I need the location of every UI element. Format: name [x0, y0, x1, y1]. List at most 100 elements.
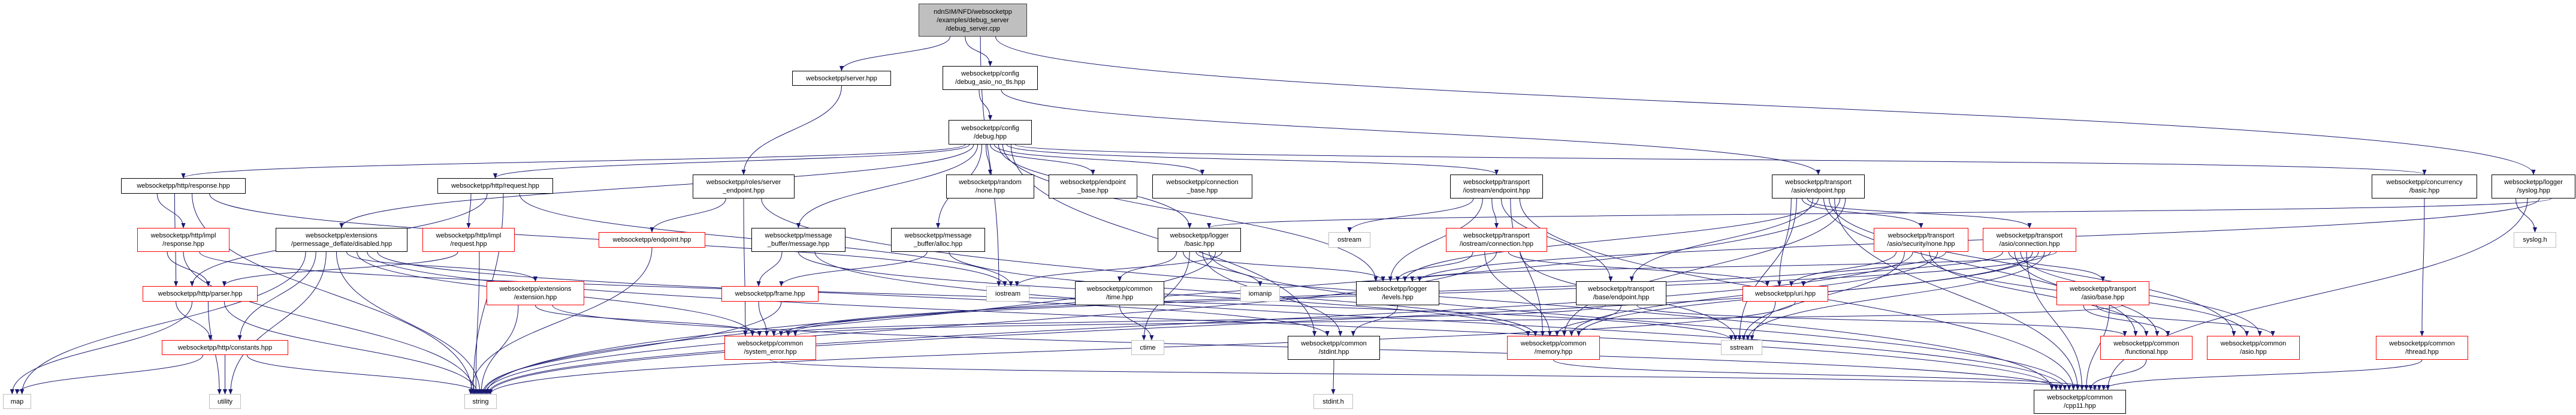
graph-node-levels[interactable]: websocketpp/logger /levels.hpp	[1356, 281, 1439, 305]
edge-thread-to-cpp11	[2101, 359, 2423, 390]
edge-baseep-to-memory	[1554, 305, 1621, 336]
graph-node-asioconn[interactable]: websocketpp/transport /asio/connection.h…	[1983, 228, 2076, 252]
graph-node-extension[interactable]: websocketpp/extensions /extension.hpp	[487, 281, 584, 305]
edge-asiobase-to-asio	[2096, 305, 2275, 336]
graph-node-asiobase[interactable]: websocketpp/transport /asio/base.hpp	[2056, 281, 2149, 305]
edge-ioconn-to-string	[483, 251, 1497, 395]
edge-asioconn-to-uri	[1801, 251, 2003, 287]
edge-lbasic-to-iostream	[1014, 251, 1222, 287]
edge-secnone-to-functional	[1929, 251, 2149, 336]
graph-node-map: map	[3, 394, 31, 409]
graph-node-server[interactable]: websocketpp/server.hpp	[792, 71, 891, 86]
edge-dbgasio-to-asioep	[1001, 89, 1820, 175]
edge-disabled-to-utility	[228, 251, 327, 395]
graph-node-stdinth: stdint.h	[1313, 394, 1353, 409]
edge-ioep-to-ostream	[1347, 198, 1474, 233]
edge-ioconn-to-memory	[1484, 251, 1553, 336]
edge-parser-to-constants	[176, 301, 213, 341]
graph-node-baseep[interactable]: websocketpp/transport /base/endpoint.hpp	[1576, 281, 1666, 305]
graph-node-stdint[interactable]: websocketpp/common /stdint.hpp	[1288, 336, 1380, 360]
graph-node-implreq[interactable]: websocketpp/http/impl /request.hpp	[422, 228, 515, 252]
edge-stdint-to-stdinth	[1331, 359, 1336, 395]
edge-lbasic-to-string	[482, 251, 1216, 395]
edge-response-to-implresp	[156, 193, 186, 228]
graph-node-syslogh: syslog.h	[2514, 232, 2556, 248]
edge-endpoint-to-string	[468, 247, 653, 395]
graph-node-frame[interactable]: websocketpp/frame.hpp	[721, 286, 819, 302]
graph-node-debug[interactable]: websocketpp/config /debug.hpp	[949, 120, 1032, 145]
graph-node-asio[interactable]: websocketpp/common /asio.hpp	[2207, 336, 2300, 360]
graph-node-implresp[interactable]: websocketpp/http/impl /response.hpp	[137, 228, 229, 252]
edge-uri-to-sstream	[1750, 301, 1776, 341]
edge-baseep-to-functional	[1636, 305, 2127, 336]
graph-node-ioep[interactable]: websocketpp/transport /iostream/endpoint…	[1450, 175, 1543, 199]
graph-node-message[interactable]: websocketpp/message _buffer/message.hpp	[751, 228, 845, 252]
edge-root-to-server	[839, 36, 950, 71]
edge-lbasic-to-levels	[1195, 251, 1385, 282]
edge-secnone-to-uri	[1789, 251, 1897, 287]
graph-node-disabled[interactable]: websocketpp/extensions /permessage_defla…	[276, 228, 407, 252]
edge-implreq-to-parser	[222, 251, 458, 287]
graph-node-constants[interactable]: websocketpp/http/constants.hpp	[162, 340, 288, 355]
graph-node-memory[interactable]: websocketpp/common /memory.hpp	[1507, 336, 1600, 360]
edge-asioep-to-cpp11	[1834, 198, 2080, 390]
graph-node-endpoint[interactable]: websocketpp/endpoint.hpp	[599, 232, 705, 248]
edge-disabled-to-map	[20, 251, 306, 395]
edge-asioconn-to-sstream	[1745, 251, 2045, 341]
edge-syslog-to-levels	[1417, 198, 2540, 282]
edge-implresp-to-string	[183, 251, 477, 395]
graph-node-random[interactable]: websocketpp/random /none.hpp	[946, 175, 1034, 199]
graph-node-alloc[interactable]: websocketpp/message _buffer/alloc.hpp	[891, 228, 985, 252]
edge-asioep-to-sstream	[1737, 198, 1797, 341]
edge-roles-to-syserr	[743, 198, 748, 336]
edge-constants-to-string	[246, 354, 481, 395]
graph-node-functional[interactable]: websocketpp/common /functional.hpp	[2100, 336, 2193, 360]
graph-node-asioep[interactable]: websocketpp/transport /asio/endpoint.hpp	[1772, 175, 1865, 199]
edge-disabled-to-cpp11	[367, 251, 2058, 390]
graph-node-connbase[interactable]: websocketpp/connection _base.hpp	[1152, 175, 1252, 199]
graph-node-cpp11[interactable]: websocketpp/common /cpp11.hpp	[2034, 390, 2126, 414]
edge-asioconn-to-cpp11	[2026, 251, 2085, 390]
graph-node-lbasic[interactable]: websocketpp/logger /basic.hpp	[1158, 228, 1241, 252]
graph-node-string: string	[464, 394, 497, 409]
edge-message-to-frame	[756, 251, 783, 287]
edge-debug-to-request	[493, 144, 970, 179]
edge-syslog-to-lbasic	[1207, 198, 2551, 228]
graph-node-uri[interactable]: websocketpp/uri.hpp	[1743, 286, 1828, 302]
edge-extension-to-string	[479, 305, 519, 395]
edge-dbgasio-to-debug	[979, 89, 993, 121]
edge-debug-to-concbasic	[1014, 144, 2426, 175]
edge-concbasic-to-thread	[2420, 198, 2425, 336]
edge-time-to-ctime	[1119, 305, 1154, 341]
edge-parser-to-string	[224, 301, 479, 395]
graph-node-utility: utility	[209, 394, 241, 409]
edge-debug-to-message	[796, 144, 979, 228]
edge-implresp-to-sstream	[199, 251, 1734, 341]
edge-syslog-to-syslogh	[2515, 198, 2538, 233]
graph-node-time[interactable]: websocketpp/common /time.hpp	[1075, 281, 1164, 305]
graph-node-ioconn[interactable]: websocketpp/transport /iostream/connecti…	[1446, 228, 1547, 252]
graph-node-request[interactable]: websocketpp/http/request.hpp	[437, 178, 553, 194]
edge-debug-to-epbase	[990, 144, 1095, 175]
edge-roles-to-endpoint	[650, 198, 726, 233]
graph-node-roles[interactable]: websocketpp/roles/server _endpoint.hpp	[693, 175, 795, 199]
graph-node-root[interactable]: ndnSIM/NFD/websocketpp /examples/debug_s…	[919, 4, 1027, 37]
edge-implresp-to-parser	[167, 251, 211, 287]
edge-ioconn-to-levels	[1395, 251, 1473, 282]
edge-constants-to-map	[14, 354, 204, 395]
graph-node-syslog[interactable]: websocketpp/logger /syslog.hpp	[2492, 175, 2575, 199]
graph-node-epbase[interactable]: websocketpp/endpoint _base.hpp	[1049, 175, 1137, 199]
graph-node-response[interactable]: websocketpp/http/response.hpp	[121, 178, 246, 194]
edge-asioep-to-asio	[1829, 198, 2236, 336]
graph-node-dbgasio[interactable]: websocketpp/config /debug_asio_no_tls.hp…	[943, 66, 1038, 90]
graph-node-parser[interactable]: websocketpp/http/parser.hpp	[143, 286, 258, 302]
graph-node-iomanip: iomanip	[1240, 286, 1280, 302]
graph-node-syserr[interactable]: websocketpp/common /system_error.hpp	[724, 336, 816, 360]
graph-node-concbasic[interactable]: websocketpp/concurrency /basic.hpp	[2372, 175, 2477, 199]
graph-node-thread[interactable]: websocketpp/common /thread.hpp	[2376, 336, 2468, 360]
graph-node-secnone[interactable]: websocketpp/transport /asio/security/non…	[1874, 228, 1968, 252]
graph-node-ostream: ostream	[1328, 232, 1370, 248]
edge-debug-to-ioep	[1006, 144, 1499, 175]
edge-levels-to-stdint	[1351, 305, 1398, 336]
